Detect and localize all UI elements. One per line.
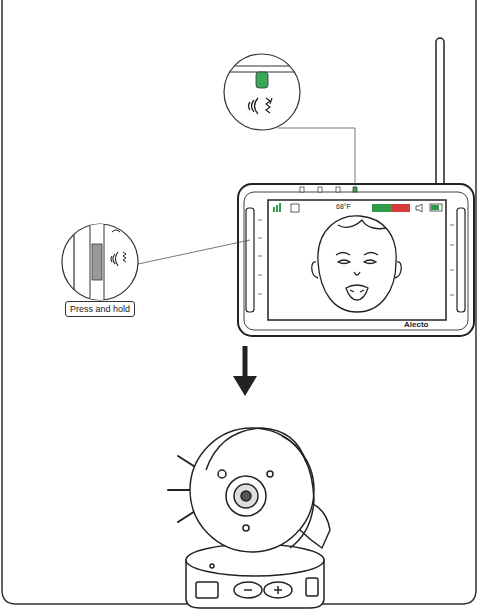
down-arrow-head [233,376,257,396]
monitor-bezel [244,192,468,330]
leader-line [355,128,356,186]
zoom-button-detail [74,215,126,305]
frame [2,0,476,604]
brand-logo: Alecto [404,321,428,329]
indicator-leds [300,187,357,192]
screen [268,200,446,320]
node-text: Press and hold [70,304,130,314]
down-arrow [243,346,248,380]
temperature-reading: 68°F [336,203,351,210]
instruction-box: Press and hold [65,301,135,317]
left-buttons [246,208,254,312]
monitor-body [238,184,474,336]
status-icons [273,203,442,212]
zoom-led-detail [220,66,305,114]
antenna [436,38,444,188]
leader-line [138,240,250,264]
zoom-circle [224,54,300,130]
right-buttons [457,208,465,312]
baby-face [312,216,402,312]
leader-line [278,128,355,129]
camera [186,428,330,608]
